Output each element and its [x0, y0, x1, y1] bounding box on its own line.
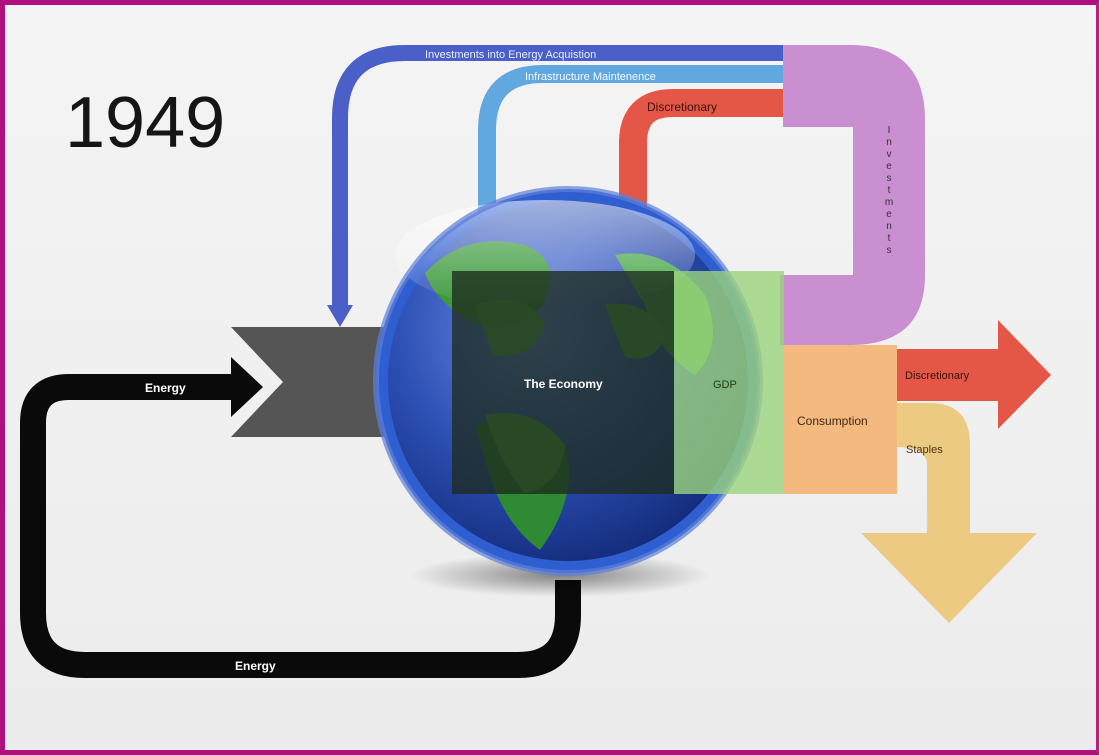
discretionary-top-arrow [619, 89, 783, 239]
economy-continents [475, 299, 665, 493]
consumption-block [784, 345, 897, 494]
infrastructure-label: Infrastructure Maintenence [525, 71, 656, 83]
investments-energy-label: Investments into Energy Acquistion [425, 49, 596, 61]
consumption-label: Consumption [797, 414, 868, 428]
investments-loop [780, 45, 925, 345]
economy-label: The Economy [524, 377, 603, 391]
energy-arrow-head [231, 357, 263, 417]
gdp-label: GDP [713, 379, 737, 391]
staples-label: Staples [906, 444, 943, 456]
energy-return-label: Energy [235, 659, 276, 673]
discretionary-top-label: Discretionary [647, 100, 717, 114]
discretionary-out-label: Discretionary [905, 370, 970, 382]
energy-return-loop [20, 374, 581, 678]
infrastructure-arrow [478, 65, 783, 251]
staples-flow [861, 403, 1037, 623]
investments-energy-arrow [332, 45, 783, 310]
gdp-block [674, 271, 784, 494]
year-title: 1949 [65, 83, 225, 163]
discretionary-out-arrow [897, 320, 1051, 429]
investments-energy-arrow-head [327, 305, 353, 327]
energy-in-label: Energy [145, 381, 186, 395]
